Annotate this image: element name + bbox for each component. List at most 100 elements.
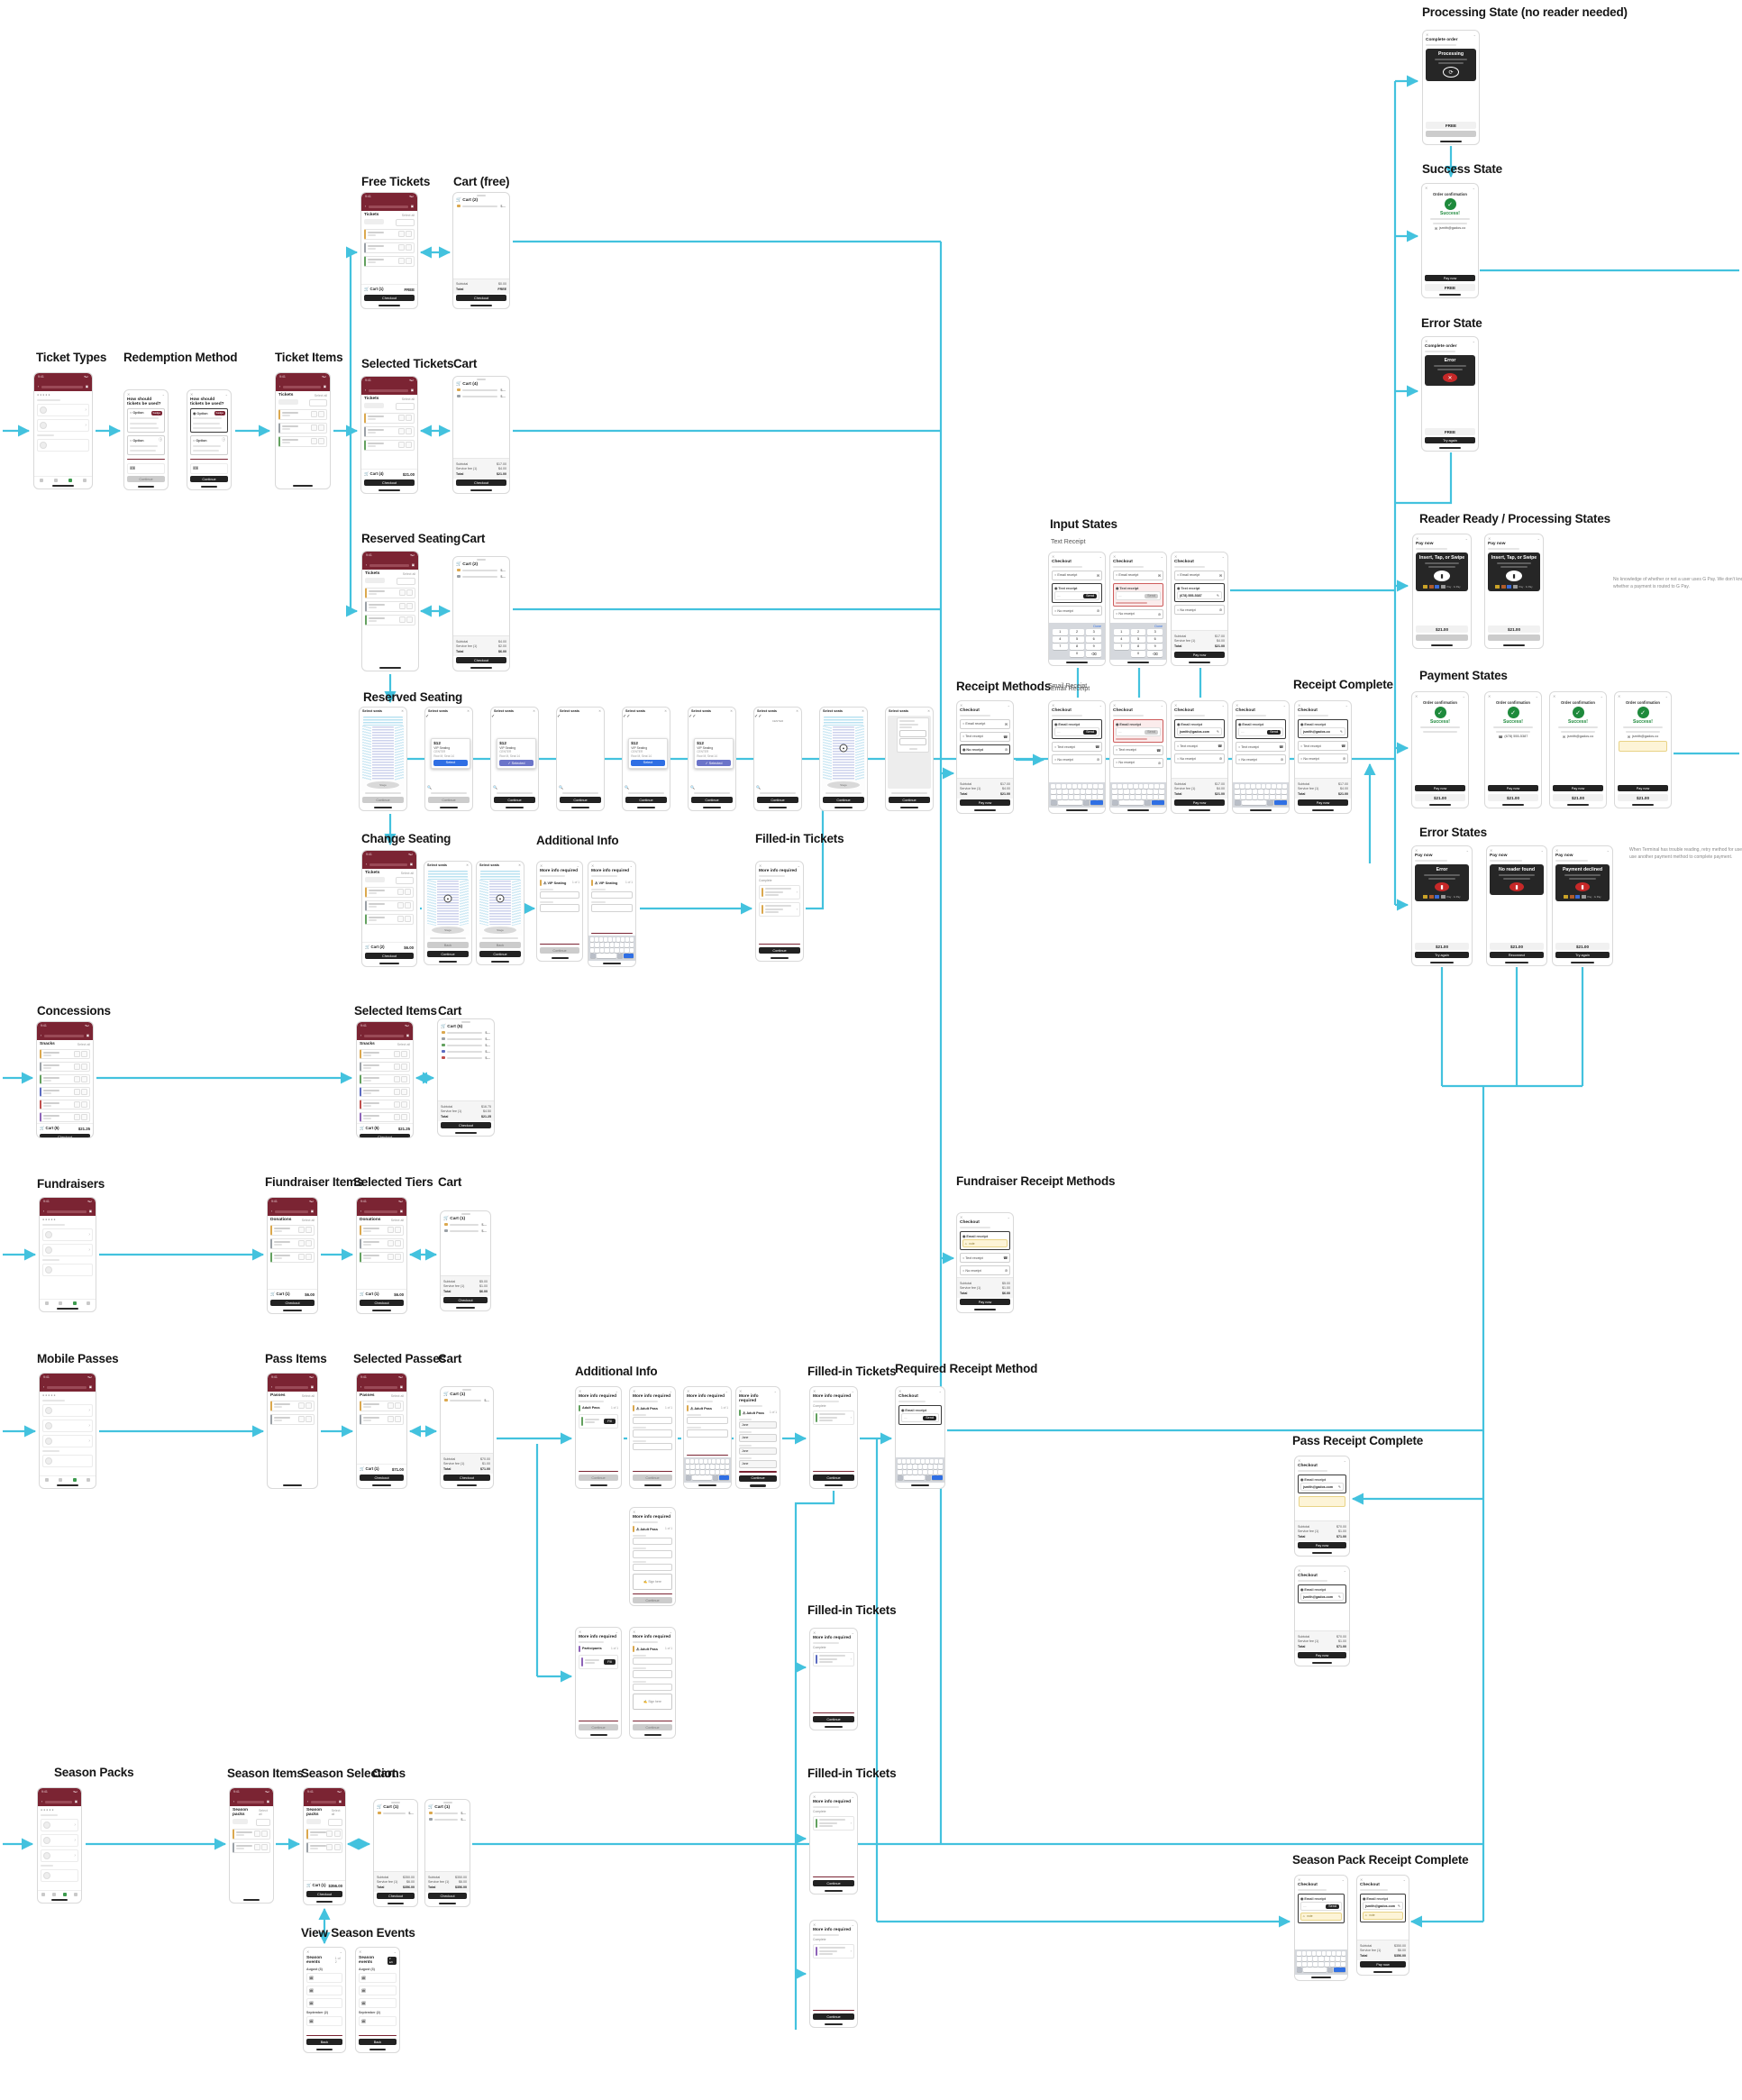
fundraisers-screen[interactable]: 9:41▾▴▪ ‹▣● ● ● ● ● › › bbox=[39, 1197, 96, 1312]
signature-box[interactable]: ✍ Sign here bbox=[633, 1694, 672, 1710]
form-input[interactable] bbox=[687, 1416, 728, 1424]
form-input[interactable] bbox=[633, 1442, 672, 1450]
form-input[interactable] bbox=[633, 1670, 672, 1678]
input-text-empty[interactable]: ✕⌄Checkout○ Email receipt✉◉ Text receipt… bbox=[1048, 552, 1106, 666]
signature-box[interactable]: ✍ Sign here bbox=[633, 1574, 672, 1590]
form-input[interactable]: Jane bbox=[739, 1420, 777, 1429]
form-input[interactable] bbox=[687, 1429, 728, 1438]
form-input[interactable]: Jane bbox=[739, 1434, 777, 1442]
input-email-kb2[interactable]: ✕⌄Checkout◉ Email receipt—Send○ Text rec… bbox=[1232, 700, 1290, 814]
form-input[interactable] bbox=[633, 1563, 672, 1571]
form-input[interactable] bbox=[591, 904, 633, 912]
filled-pass-4[interactable]: ✕⌄More info required Complete › Continue bbox=[809, 1920, 858, 2028]
filled-pass-3[interactable]: ✕⌄More info required Complete › Continue bbox=[809, 1792, 858, 1895]
receipt-methods-screen[interactable]: ✕⌄Checkout○ Email receipt✉○ Text receipt… bbox=[956, 700, 1014, 814]
form-input[interactable] bbox=[633, 1550, 672, 1558]
payment-success-2[interactable]: ✕⌄Order confirmation ✓ Success! ☎(678) 5… bbox=[1484, 691, 1542, 808]
seatmap-overview-1[interactable]: Select seats✕ Stage Continue bbox=[359, 707, 407, 811]
filled-tickets-modal[interactable]: ✕⌄More info required Complete › › Contin… bbox=[755, 861, 804, 962]
ticket-types-screen[interactable]: 9:41▾▴▪ ‹▣● ● ● ● ● › › bbox=[33, 372, 93, 489]
input-email-empty[interactable]: ✕⌄Checkout◉ Email receipt—Send○ Text rec… bbox=[1048, 700, 1106, 814]
form-input[interactable] bbox=[633, 1537, 672, 1545]
form-input[interactable] bbox=[540, 904, 579, 912]
form-input[interactable] bbox=[633, 1429, 672, 1438]
payment-success-4[interactable]: ✕⌄Order confirmation ✓ Success! ✉jsmith@… bbox=[1614, 691, 1672, 808]
error-declined[interactable]: ✕⌄Pay now Payment declined ▮ Pay · G Pay… bbox=[1552, 845, 1613, 966]
reader-ready-1[interactable]: ✕⌄Pay now Insert, Tap, or Swipe ▮ Pay · … bbox=[1412, 534, 1472, 649]
seatmap-overview-2[interactable]: Select seats✕ ● Stage Continue bbox=[819, 707, 868, 811]
error-screen[interactable]: ✕⌄Complete order Error ✕ FREE Try again bbox=[1421, 336, 1479, 452]
form-input[interactable] bbox=[633, 1657, 672, 1665]
filled-pass-2[interactable]: ✕⌄More info required Complete › Continue bbox=[809, 1628, 858, 1730]
form-input[interactable] bbox=[633, 1683, 672, 1691]
error-no-reader[interactable]: ✕⌄Pay now No reader found ▮ $21.00 Recon… bbox=[1486, 845, 1547, 966]
processing-screen[interactable]: ✕⌄Complete order Processing ⟳ FREE bbox=[1422, 30, 1480, 145]
season-events-1[interactable]: ✕⌄Season events 1 of 2 August (3)🗓 🗓 🗓 S… bbox=[303, 1947, 346, 2053]
input-text-complete[interactable]: ✕⌄Checkout○ Email receipt✉◉ Text receipt… bbox=[1171, 552, 1228, 666]
error-error[interactable]: ✕⌄Pay now Error ▮ Pay · G Pay $21.00 Try… bbox=[1411, 845, 1473, 966]
seatmap-zoom-checks-1[interactable]: Select seats✕ ✓ 🔍 Continue bbox=[556, 707, 605, 811]
required-receipt-screen[interactable]: ✕⌄Checkout◉ Email receipt—Send bbox=[895, 1386, 945, 1489]
season-packs-screen[interactable]: 9:41▾▴▪ ‹▣● ● ● ● ● › › › bbox=[37, 1787, 82, 1904]
form-input[interactable] bbox=[633, 1416, 672, 1424]
seat-summary[interactable]: Select seats✕ Continue bbox=[885, 707, 934, 811]
input-text-error[interactable]: ✕⌄Checkout○ Email receipt✉◉ Text receipt… bbox=[1109, 552, 1167, 666]
season-receipt-1[interactable]: ✕⌄Checkout◉ Email receipt—Send⚠note bbox=[1294, 1875, 1348, 1981]
mobile-passes-screen[interactable]: 9:41▾▴▪ ‹▣● ● ● ● ● › › › bbox=[39, 1373, 96, 1489]
fundraiser-receipt-screen[interactable]: ✕⌄Checkout◉ Email receipt⚠note○ Text rec… bbox=[956, 1212, 1014, 1313]
input-email-error[interactable]: ✕⌄Checkout◉ Email receipt—Send○ Text rec… bbox=[1109, 700, 1167, 814]
form-input[interactable] bbox=[540, 890, 579, 899]
payment-success-1[interactable]: ✕⌄Order confirmation ✓ Success! Pay now$… bbox=[1411, 691, 1469, 808]
form-input[interactable]: Jane bbox=[739, 1447, 777, 1455]
payment-success-3[interactable]: ✕⌄Order confirmation ✓ Success! ✉jsmith@… bbox=[1549, 691, 1607, 808]
form-input[interactable]: Jane bbox=[739, 1460, 777, 1468]
filled-pass-1[interactable]: ✕⌄More info required Complete › Continue bbox=[809, 1386, 858, 1489]
seatmap-zoom-checks-2[interactable]: Select seats✕ ✓✓CENTER 🔍 Continue bbox=[753, 707, 802, 811]
season-events-2[interactable]: ✕⌄Season events 2 left August (3)🗓 🗓 🗓 S… bbox=[355, 1947, 400, 2053]
reader-ready-2[interactable]: ✕⌄Pay now Insert, Tap, or Swipe ▮ Pay · … bbox=[1484, 534, 1544, 649]
success-screen[interactable]: ✕⌄Order confirmation ✓ Success! ✉jsmith@… bbox=[1421, 183, 1479, 298]
form-input[interactable] bbox=[591, 890, 633, 899]
